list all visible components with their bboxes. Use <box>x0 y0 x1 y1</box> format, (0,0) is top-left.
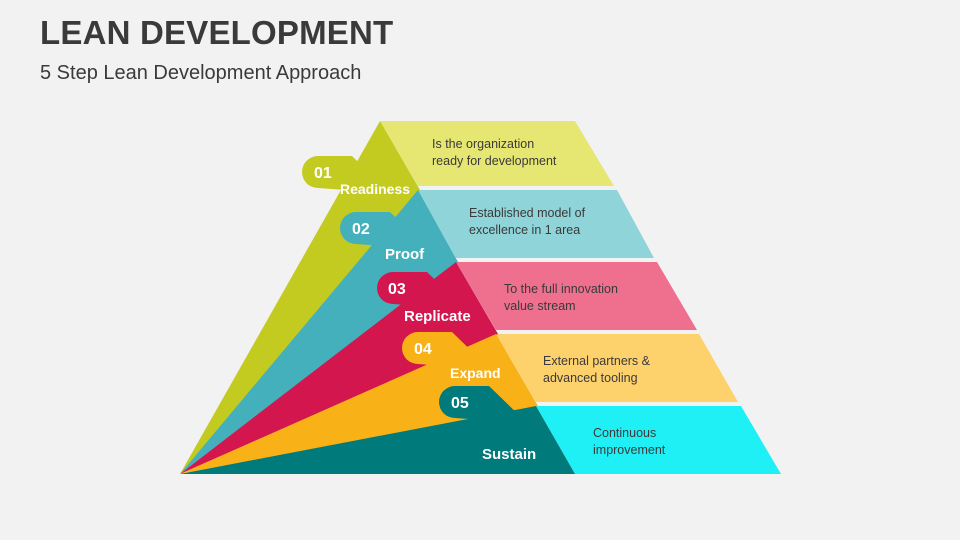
step-2-number: 02 <box>352 221 370 238</box>
step-5-description-line-1: Continuous <box>593 426 656 440</box>
step-1-face <box>180 121 420 474</box>
step-4-number: 04 <box>414 341 432 358</box>
step-3-number: 03 <box>388 281 406 298</box>
step-3-tab: 03 <box>377 272 462 306</box>
step-5-tab: 05 <box>439 386 524 420</box>
step-3-band <box>456 262 697 330</box>
step-4-face <box>180 334 538 474</box>
step-4-tab: 04 <box>402 332 487 366</box>
step-2-label: Proof <box>385 246 425 263</box>
page-subtitle: 5 Step Lean Development Approach <box>40 62 362 84</box>
step-1-number: 01 <box>314 165 332 182</box>
step-4-label: Expand <box>450 365 501 381</box>
step-2-tab-shape <box>340 212 425 246</box>
step-2-description-line-1: Established model of <box>469 206 586 220</box>
step-2-face <box>180 190 458 474</box>
step-5-description-line-2: improvement <box>593 443 666 457</box>
step-5-band <box>536 406 781 474</box>
step-1-tab: 01 <box>302 156 387 190</box>
step-5-number: 05 <box>451 395 469 412</box>
step-4-tab-shape <box>402 332 487 366</box>
step-5-tab-shape <box>439 386 524 420</box>
step-3-description-line-1: To the full innovation <box>504 282 618 296</box>
step-4-band <box>496 334 738 402</box>
step-2-tab: 02 <box>340 212 425 246</box>
step-2-band <box>418 190 654 258</box>
step-3-face <box>180 262 498 474</box>
step-1-tab-shape <box>302 156 387 190</box>
step-1-label: Readiness <box>340 181 410 197</box>
step-3-tab-shape <box>377 272 462 306</box>
page-title: LEAN DEVELOPMENT <box>40 14 394 51</box>
step-2-description-line-2: excellence in 1 area <box>469 223 580 237</box>
step-1-description-line-1: Is the organization <box>432 137 534 151</box>
step-3-label: Replicate <box>404 308 471 325</box>
step-1-description-line-2: ready for development <box>432 154 557 168</box>
step-3-description-line-2: value stream <box>504 299 576 313</box>
step-5-face <box>180 406 575 474</box>
step-5-label: Sustain <box>482 446 536 463</box>
step-1-band <box>380 121 614 186</box>
step-4-description-line-2: advanced tooling <box>543 371 638 385</box>
step-4-description-line-1: External partners & <box>543 354 651 368</box>
